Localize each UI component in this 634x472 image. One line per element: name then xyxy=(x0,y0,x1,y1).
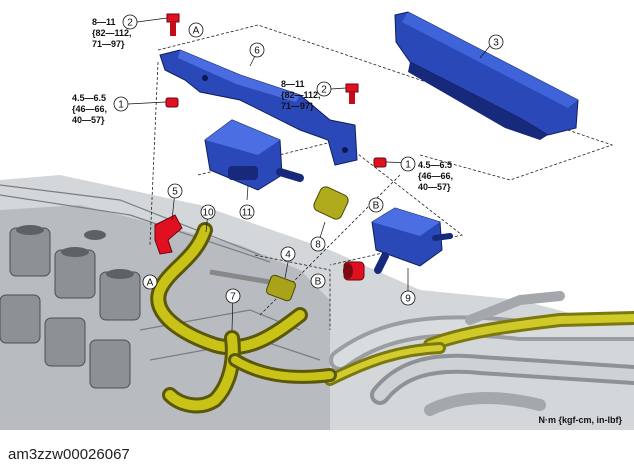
callout-10: 10 xyxy=(200,204,216,220)
purge-solenoid-bracket xyxy=(159,49,358,166)
torque-spec-mid: 8—11 {82—112, 71—97} xyxy=(281,79,321,111)
svg-text:4.5—6.5: 4.5—6.5 xyxy=(72,93,106,103)
svg-text:10: 10 xyxy=(202,208,214,219)
callout-6: 6 xyxy=(249,42,265,58)
hose-joint xyxy=(313,186,349,220)
svg-text:1: 1 xyxy=(405,160,411,171)
svg-text:40—57}: 40—57} xyxy=(72,115,105,125)
exploded-parts-diagram: 2 1 2 1 3 6 5 10 11 8 4 9 7 A A B B 8—11… xyxy=(0,11,634,430)
callout-1-right: 1 xyxy=(400,156,416,172)
svg-text:11: 11 xyxy=(242,208,253,219)
svg-text:5: 5 xyxy=(172,187,178,198)
callout-4: 4 xyxy=(280,246,296,262)
image-caption: am3zzw00026067 xyxy=(8,446,130,463)
callout-2-upper: 2 xyxy=(122,14,138,30)
nut-right xyxy=(373,157,387,168)
svg-text:71—97}: 71—97} xyxy=(92,39,125,49)
ref-a-top: A xyxy=(188,22,204,38)
svg-text:8—11: 8—11 xyxy=(92,17,116,27)
ref-b-bottom: B xyxy=(310,273,326,289)
svg-text:B: B xyxy=(373,201,380,212)
ref-a-bottom: A xyxy=(142,274,158,290)
svg-text:7: 7 xyxy=(230,292,236,303)
ref-b-top: B xyxy=(368,197,384,213)
callout-3: 3 xyxy=(488,34,504,50)
purge-hose xyxy=(150,222,337,414)
bolt-mid xyxy=(345,83,359,104)
svg-text:40—57}: 40—57} xyxy=(418,182,451,192)
torque-spec-upper-left: 8—11 {82—112, 71—97} xyxy=(92,17,132,49)
units-note: N·m {kgf-cm, in-lbf} xyxy=(538,415,622,425)
svg-text:71—97}: 71—97} xyxy=(281,101,314,111)
quick-connector xyxy=(343,261,365,281)
svg-text:2: 2 xyxy=(127,18,133,29)
svg-text:8: 8 xyxy=(315,240,321,251)
svg-text:2: 2 xyxy=(321,85,327,96)
svg-text:1: 1 xyxy=(118,100,124,111)
hose-clip xyxy=(154,214,183,255)
callout-7: 7 xyxy=(225,288,241,304)
svg-text:{46—66,: {46—66, xyxy=(72,104,107,114)
svg-text:B: B xyxy=(315,277,322,288)
svg-text:8—11: 8—11 xyxy=(281,79,305,89)
engine-cover xyxy=(394,11,579,140)
hose-fitting xyxy=(209,269,297,302)
torque-spec-right: 4.5—6.5 {46—66, 40—57} xyxy=(418,160,453,192)
svg-text:A: A xyxy=(147,278,154,289)
engine-block xyxy=(0,175,634,430)
svg-text:4: 4 xyxy=(285,250,291,261)
callout-5: 5 xyxy=(167,183,183,199)
callout-8: 8 xyxy=(310,236,326,252)
svg-text:{82—112,: {82—112, xyxy=(281,90,321,100)
svg-text:{82—112,: {82—112, xyxy=(92,28,132,38)
svg-text:A: A xyxy=(193,26,200,37)
torque-spec-left: 4.5—6.5 {46—66, 40—57} xyxy=(72,93,107,125)
svg-text:9: 9 xyxy=(405,294,411,305)
svg-text:{46—66,: {46—66, xyxy=(418,171,453,181)
callout-1-left: 1 xyxy=(113,96,129,112)
callout-11: 11 xyxy=(239,204,255,220)
svg-text:4.5—6.5: 4.5—6.5 xyxy=(418,160,452,170)
callout-2-mid: 2 xyxy=(316,81,332,97)
svg-text:3: 3 xyxy=(493,38,499,49)
charcoal-canister xyxy=(204,119,304,191)
svg-text:6: 6 xyxy=(254,46,260,57)
nut-left xyxy=(165,97,179,108)
bolt-upper-left xyxy=(166,13,180,36)
callout-9: 9 xyxy=(400,290,416,306)
purge-solenoid-valve xyxy=(371,207,453,274)
